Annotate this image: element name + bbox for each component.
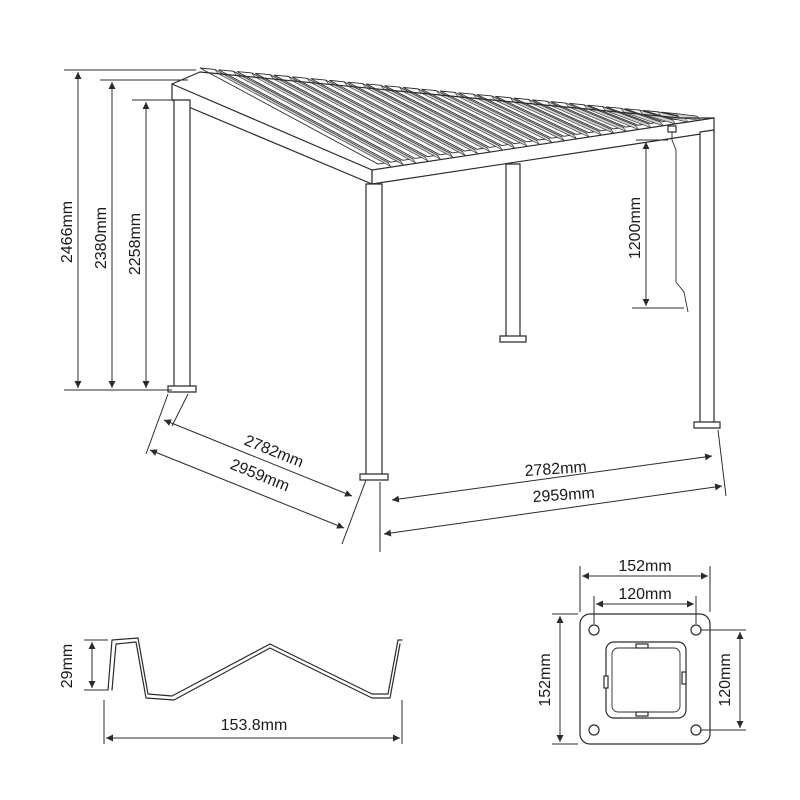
label-crank-height: 1200mm [627,197,644,259]
roof-louvres [199,67,702,167]
bolt-hole-top-left [588,624,600,636]
bolt-hole-top-right [690,624,702,636]
dim-line-left-2959 [149,449,345,529]
label-right-inner: 2782mm [524,459,587,480]
label-plate-inner-width: 120mm [618,586,671,603]
right-width-dimensions: 2782mm 2959mm [379,429,727,552]
post-socket-outer [605,641,687,719]
label-plate-width: 152mm [618,558,671,575]
height-dimensions: 2466mm 2380mm 2258mm [59,69,196,391]
label-height-total: 2466mm [59,201,76,263]
base-plate-section: 152mm 120mm 152mm 120mm [537,558,746,745]
foot-left [167,385,197,393]
slat-profile-outline [107,637,403,697]
bolt-hole-bottom-right [690,724,702,736]
socket-tab-left [603,675,609,689]
dim-line-left-2782 [163,419,353,497]
post-front [365,183,383,477]
crank-gearbox [667,125,677,133]
dim-line-right-2959 [383,483,723,537]
back-left-top-edge [171,71,201,85]
crank-handle [671,130,689,313]
foot-back [499,335,527,343]
label-slat-height: 29mm [59,644,76,688]
socket-tab-bottom [635,711,649,717]
slat-profile-section: 29mm 153.8mm [59,637,403,744]
label-plate-height: 152mm [537,653,554,706]
label-height-beam-bottom: 2258mm [127,213,144,275]
socket-tab-top [635,643,649,649]
socket-tab-right [681,671,687,685]
pergola-structure [167,67,721,481]
post-right [699,129,715,425]
crank-height-dimension: 1200mm [627,139,684,309]
bolt-hole-bottom-left [588,724,600,736]
foot-right [693,421,721,429]
post-left [173,99,191,389]
slat-profile-inner [111,641,401,701]
label-slat-width: 153.8mm [221,717,288,734]
back-beam [199,71,681,119]
post-back [505,163,521,339]
label-height-beam-top: 2380mm [93,207,110,269]
label-right-outer: 2959mm [532,485,595,506]
foot-front [359,473,389,481]
left-width-dimensions: 2782mm 2959mm [145,393,367,545]
label-plate-inner-height: 120mm [717,653,734,706]
